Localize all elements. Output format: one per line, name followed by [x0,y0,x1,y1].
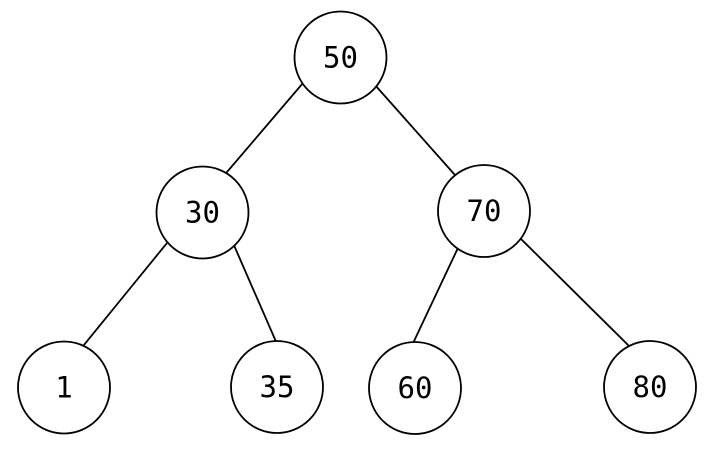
node-label-80: 80 [633,370,668,404]
tree-edge-70-80 [510,228,635,352]
node-circle-30 [155,165,250,260]
node-circle-1 [17,340,111,435]
tree-edge-70-60 [408,238,464,351]
node-label-1: 1 [55,371,72,405]
tree-edge-30-1 [79,232,176,351]
node-label-30: 30 [185,196,220,230]
node-label-70: 70 [467,194,502,228]
tree-node-30: 30 [155,165,250,260]
tree-node-1: 1 [17,340,111,435]
node-circle-70 [437,164,531,258]
node-label-50: 50 [323,41,358,75]
node-circle-60 [368,341,462,435]
node-circle-35 [230,340,324,434]
tree-edge-30-35 [227,231,280,349]
tree-node-35: 35 [230,340,324,434]
tree-edge-50-70 [366,75,464,185]
tree-node-50: 50 [293,10,388,105]
node-circle-80 [603,340,697,434]
node-circle-50 [293,10,388,105]
tree-node-60: 60 [368,341,462,435]
tree-node-80: 80 [603,340,697,434]
tree-edge-50-30 [218,72,312,183]
tree-node-70: 70 [437,164,531,258]
node-label-35: 35 [260,370,295,404]
node-label-60: 60 [398,371,433,405]
